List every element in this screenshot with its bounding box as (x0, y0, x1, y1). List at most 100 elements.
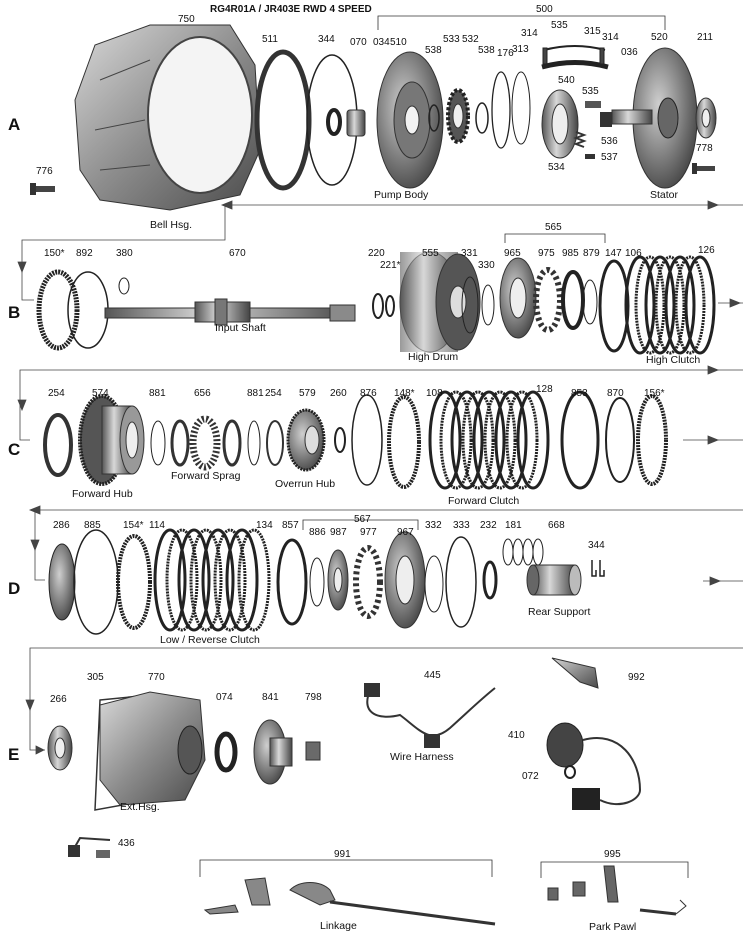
seal-074 (214, 731, 238, 773)
row-label-c: C (8, 440, 20, 459)
bell-housing (74, 24, 261, 211)
part-number-label: 114 (149, 520, 165, 531)
part-number-label: 315 (584, 26, 601, 37)
part-number-label: 260 (330, 388, 347, 399)
ring-333 (445, 536, 477, 628)
bushing-034 (346, 109, 366, 137)
pump-body (376, 51, 444, 189)
caption-park-pawl: Park Pawl (589, 921, 636, 933)
seal-070 (326, 108, 342, 136)
part-number-label: 254 (265, 388, 282, 399)
part-number-label: 656 (194, 388, 211, 399)
part-number-label: 574 (92, 388, 109, 399)
drum-534 (541, 89, 579, 159)
sensor-436 (68, 836, 111, 858)
spring-975 (533, 267, 563, 333)
seal-rings-315 (541, 45, 609, 70)
seal-331 (461, 276, 479, 334)
low-reverse-clutch-pack (153, 528, 271, 632)
valve-537 (585, 154, 595, 159)
flow-lines (17, 200, 743, 755)
overrun-hub (286, 408, 326, 472)
ring-072 (564, 765, 576, 779)
part-number-label: 500 (536, 4, 553, 15)
part-number-label: 886 (309, 527, 326, 538)
part-number-label: 314 (521, 28, 538, 39)
row-label-a: A (8, 115, 20, 134)
part-number-label: 532 (462, 34, 479, 45)
part-number-label: 072 (522, 771, 539, 782)
part-number-label: 540 (558, 75, 575, 86)
arm-992 (551, 657, 599, 689)
snap-ring-150 (36, 269, 80, 351)
part-number-label: 892 (76, 248, 93, 259)
part-number-label: 266 (50, 694, 67, 705)
part-number-label: 070 (350, 37, 367, 48)
snap-ring-879 (582, 279, 598, 325)
part-number-label: 134 (256, 520, 273, 531)
part-number-label: 537 (601, 152, 618, 163)
ring-876 (351, 394, 383, 486)
part-number-label: 108 (426, 388, 443, 399)
diagram-title: RG4R01A / JR403E RWD 4 SPEED (210, 4, 372, 15)
part-number-label: 181 (505, 520, 522, 531)
part-number-label: 536 (601, 136, 618, 147)
linkage (203, 877, 496, 926)
part-number-label: 991 (334, 849, 351, 860)
seal-344-d (591, 560, 605, 577)
part-number-label: 232 (480, 520, 497, 531)
caption-stator: Stator (650, 189, 679, 201)
seal-330 (481, 284, 495, 326)
part-number-label: 036 (621, 47, 638, 58)
part-number-label: 798 (305, 692, 322, 703)
snap-ring-870 (605, 397, 635, 483)
spring-536 (573, 131, 587, 148)
caption-pump-body: Pump Body (374, 189, 429, 201)
part-number-label: 985 (562, 248, 579, 259)
part-number-label: 510 (390, 37, 407, 48)
thrust-washer-254-a (43, 413, 73, 477)
ring-232 (482, 560, 498, 600)
piston-987 (327, 549, 349, 611)
part-number-label: 176 (497, 48, 514, 59)
part-number-label: 436 (118, 838, 135, 849)
part-number-label: 535 (582, 86, 599, 97)
caption-ext-hsg: Ext.Hsg. (120, 801, 160, 813)
bolt-776 (30, 183, 55, 195)
input-shaft (104, 298, 356, 326)
rear-support (526, 564, 582, 596)
ring-176 (491, 71, 511, 149)
snap-ring-857 (276, 538, 308, 626)
part-number-label: 538 (478, 45, 495, 56)
piston-967 (384, 531, 426, 629)
part-number-label: 538 (425, 45, 442, 56)
part-number-label: 254 (48, 388, 65, 399)
seal-rings-181 (502, 538, 544, 566)
part-number-label: 211 (697, 32, 713, 43)
extension-housing (99, 691, 206, 806)
row-label-d: D (8, 579, 20, 598)
snap-ring-885 (73, 529, 119, 635)
part-number-label: 750 (178, 14, 195, 25)
high-drum (399, 251, 481, 353)
plate-148 (387, 395, 421, 489)
part-number-label: 567 (354, 514, 371, 525)
part-number-label: 286 (53, 520, 70, 531)
part-number-label: 668 (548, 520, 565, 531)
part-number-label: 332 (425, 520, 442, 531)
part-number-label: 776 (36, 166, 53, 177)
part-number-label: 147 (605, 248, 622, 259)
caption-bell-hsg: Bell Hsg. (150, 219, 192, 231)
part-number-label: 220 (368, 248, 385, 259)
part-number-label: 535 (551, 20, 568, 31)
part-number-label: 857 (282, 520, 299, 531)
bushing-211 (695, 97, 717, 139)
ring-220 (372, 293, 384, 319)
caption-wire-harness: Wire Harness (390, 751, 454, 763)
part-number-label: 565 (545, 222, 562, 233)
high-clutch-pack (624, 255, 716, 355)
part-number-label: 876 (360, 388, 377, 399)
part-number-label: 331 (461, 248, 478, 259)
row-label-b: B (8, 303, 20, 322)
caption-linkage: Linkage (320, 920, 357, 932)
